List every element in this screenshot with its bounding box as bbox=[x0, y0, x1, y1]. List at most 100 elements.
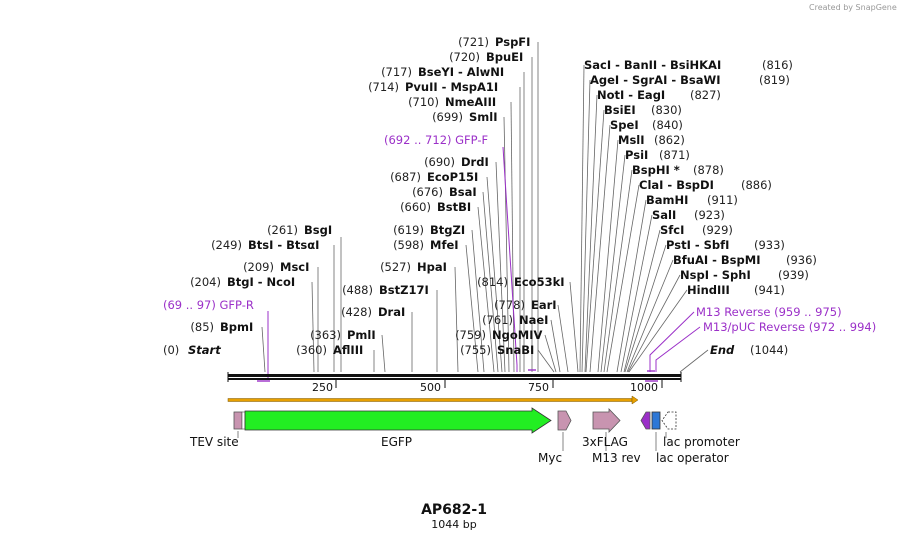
enzyme-name-ncoi: BtgI - NcoI bbox=[227, 275, 295, 289]
enzyme-name-bsiei: BsiEI bbox=[604, 103, 636, 117]
leader-snabi bbox=[537, 349, 555, 373]
enzyme-pos-naei: (761) bbox=[482, 313, 513, 327]
enzyme-name-bamhi: BamHI bbox=[646, 193, 688, 207]
enzyme-name-naei: NaeI bbox=[519, 313, 548, 327]
leader-nmeaiii bbox=[510, 101, 515, 373]
enzyme-pos-afliii: (360) bbox=[296, 343, 327, 357]
enzyme-name-psti: PstI - SbfI bbox=[666, 238, 729, 252]
enzyme-pos-hpai: (527) bbox=[380, 260, 411, 274]
enzyme-pos-bpuei: (720) bbox=[449, 50, 480, 64]
enzyme-name-bfuai: BfuAI - BspMI bbox=[673, 253, 760, 267]
feature-label-lac-promoter: lac promoter bbox=[663, 435, 740, 449]
primer-label-m13-reverse: M13 Reverse (959 .. 975) bbox=[696, 305, 842, 319]
feature-label-3xflag: 3xFLAG bbox=[582, 435, 628, 449]
leader-end bbox=[679, 349, 709, 373]
enzyme-pos-pmli: (363) bbox=[310, 328, 341, 342]
end-position: (1044) bbox=[750, 343, 788, 357]
enzyme-name-bstz17i: BstZ17I bbox=[379, 283, 429, 297]
enzyme-name-bsphi: BspHI * bbox=[632, 163, 680, 177]
feature-label-tev-site: TEV site bbox=[189, 435, 239, 449]
leader-clai bbox=[606, 184, 640, 373]
leader-bsai bbox=[482, 191, 499, 373]
enzyme-pos-spei: (840) bbox=[652, 118, 683, 132]
enzyme-pos-saci: (816) bbox=[762, 58, 793, 72]
leader-mfei bbox=[465, 244, 479, 373]
leader-bsiei bbox=[585, 109, 605, 373]
start-label: Start bbox=[188, 343, 221, 357]
enzyme-name-psii: PsiI bbox=[625, 148, 648, 162]
tev-site-shape bbox=[233, 411, 243, 430]
enzyme-pos-msci: (209) bbox=[243, 260, 274, 274]
enzyme-pos-bamhi: (911) bbox=[707, 193, 738, 207]
enzyme-name-btsi: BtsI - BtsαI bbox=[248, 238, 319, 252]
tev-linker-shape bbox=[241, 411, 246, 430]
enzyme-pos-snabi: (755) bbox=[460, 343, 491, 357]
bottom-strand bbox=[228, 378, 681, 380]
enzyme-pos-nmeaiii: (710) bbox=[408, 95, 439, 109]
leader-ncoi bbox=[311, 281, 315, 373]
enzyme-pos-bfuai: (936) bbox=[786, 253, 817, 267]
enzyme-name-smli: SmlI bbox=[469, 110, 498, 124]
enzyme-name-sali: SalI bbox=[652, 208, 676, 222]
leader-naei bbox=[550, 319, 561, 373]
leader-eari bbox=[557, 304, 569, 373]
leader-ngomiv bbox=[544, 334, 557, 373]
enzyme-name-eco53ki: Eco53kI bbox=[514, 275, 565, 289]
enzyme-name-nmeaiii: NmeAIII bbox=[445, 95, 496, 109]
leader-bamhi bbox=[616, 199, 647, 373]
ruler-label-750: 750 bbox=[528, 381, 549, 394]
leader-bstbi bbox=[477, 206, 495, 373]
enzyme-pos-bstbi: (660) bbox=[400, 200, 431, 214]
primer-label-m13-puc-reverse: M13/pUC Reverse (972 .. 994) bbox=[703, 320, 876, 334]
enzyme-pos-smli: (699) bbox=[432, 110, 463, 124]
feature-label-lac-operator: lac operator bbox=[656, 451, 729, 465]
enzyme-pos-msli: (862) bbox=[654, 133, 685, 147]
enzyme-pos-bseyi: (717) bbox=[381, 65, 412, 79]
enzyme-labels: (721) PspFI (720) BpuEI (717) BseYI - Al… bbox=[190, 35, 817, 357]
enzyme-name-drai: DraI bbox=[378, 305, 405, 319]
enzyme-pos-btgzi: (619) bbox=[393, 223, 424, 237]
enzyme-pos-clai: (886) bbox=[741, 178, 772, 192]
enzyme-name-bseyi: BseYI - AlwNI bbox=[418, 65, 504, 79]
orf-arrow bbox=[227, 395, 639, 405]
leader-hindiii bbox=[628, 289, 688, 373]
enzyme-name-eari: EarI bbox=[531, 298, 557, 312]
enzyme-pos-btsi: (249) bbox=[211, 238, 242, 252]
enzyme-name-noti: NotI - EagI bbox=[597, 88, 665, 102]
enzyme-pos-bpmi: (85) bbox=[190, 320, 214, 334]
enzyme-name-snabi: SnaBI bbox=[497, 343, 534, 357]
egfp-shape bbox=[244, 407, 552, 434]
enzyme-pos-ncoi: (204) bbox=[190, 275, 221, 289]
enzyme-pos-ngomiv: (759) bbox=[455, 328, 486, 342]
leader-drdi bbox=[495, 161, 506, 373]
leader-nspi bbox=[627, 274, 681, 373]
leader-sfci bbox=[623, 229, 661, 373]
enzyme-pos-hindiii: (941) bbox=[754, 283, 785, 297]
enzyme-pos-ecop15i: (687) bbox=[390, 170, 421, 184]
end-label: End bbox=[710, 343, 735, 357]
enzyme-pos-psii: (871) bbox=[659, 148, 690, 162]
enzyme-pos-bsgi: (261) bbox=[267, 223, 298, 237]
leader-saci bbox=[579, 64, 585, 373]
enzyme-pos-drdi: (690) bbox=[424, 155, 455, 169]
ruler-ticks bbox=[335, 380, 663, 388]
enzyme-pos-pspfi: (721) bbox=[458, 35, 489, 49]
leader-ecop15i bbox=[486, 176, 503, 373]
feature-label-egfp: EGFP bbox=[381, 435, 412, 449]
enzyme-pos-nspi: (939) bbox=[778, 268, 809, 282]
ruler-label-1000: 1000 bbox=[630, 381, 658, 394]
3xflag-shape bbox=[592, 408, 621, 433]
enzyme-name-pspfi: PspFI bbox=[495, 35, 530, 49]
enzyme-pos-eari: (778) bbox=[494, 298, 525, 312]
primer-leader-gfp-f bbox=[502, 146, 518, 372]
enzyme-name-drdi: DrdI bbox=[461, 155, 489, 169]
leader-bfuai bbox=[626, 259, 674, 373]
enzyme-pos-drai: (428) bbox=[341, 305, 372, 319]
ruler-label-500: 500 bbox=[420, 381, 441, 394]
primer-label-gfp-r: (69 .. 97) GFP-R bbox=[163, 298, 254, 312]
enzyme-name-ngomiv: NgoMIV bbox=[492, 328, 542, 342]
enzyme-pos-mfei: (598) bbox=[393, 238, 424, 252]
leader-psti bbox=[624, 244, 667, 373]
enzyme-pos-agei: (819) bbox=[759, 73, 790, 87]
primer-leader-lines bbox=[267, 146, 701, 380]
